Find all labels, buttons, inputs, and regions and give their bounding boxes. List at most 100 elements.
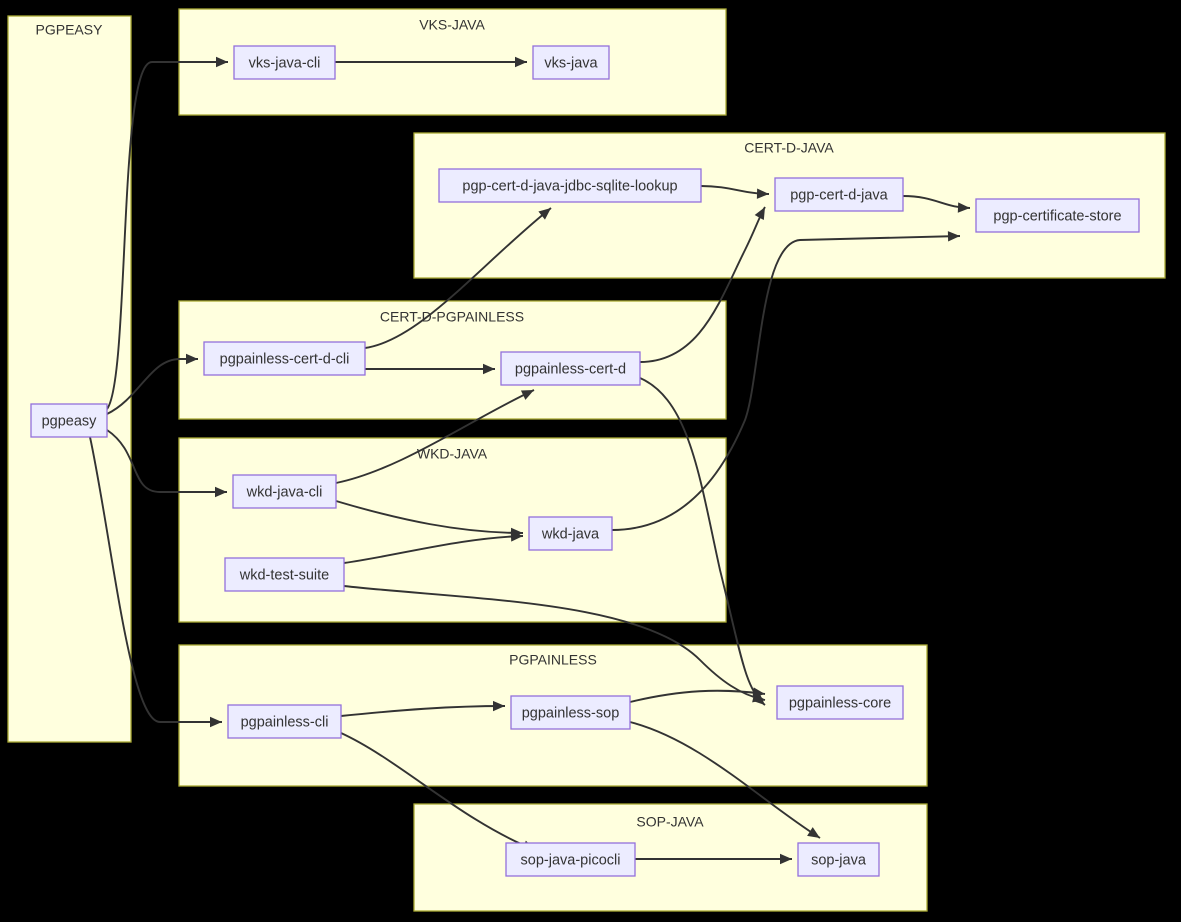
- node-rect[interactable]: [510, 695, 631, 730]
- node-rect[interactable]: [500, 351, 641, 386]
- node-pgpainless-cert-d-cli[interactable]: pgpainless-cert-d-cli: [203, 341, 366, 376]
- arrowhead: [756, 188, 769, 199]
- cluster-wkd-java: WKD-JAVA: [178, 437, 727, 623]
- node-sop-java-picocli[interactable]: sop-java-picocli: [505, 842, 636, 877]
- edge-path: [106, 358, 198, 415]
- edge-pgpainless-cert-d-cli-to-pgpainless-cert-d: [365, 363, 495, 375]
- cluster-rect: [178, 437, 727, 623]
- node-vks-java-cli[interactable]: vks-java-cli: [233, 45, 336, 80]
- node-rect[interactable]: [233, 45, 336, 80]
- cluster-group: PGPEASY VKS-JAVA CERT-D-JAVA CERT-D-PGPAINL…: [7, 8, 1166, 912]
- node-rect[interactable]: [203, 341, 366, 376]
- arrowhead: [752, 687, 765, 698]
- edge-group: [89, 56, 971, 865]
- edge-pgpainless-sop-to-sop-java: [629, 721, 821, 839]
- edge-path: [639, 377, 766, 706]
- edge-path: [343, 585, 766, 701]
- cluster-label: VKS-JAVA: [419, 17, 485, 33]
- node-pgp-certificate-store[interactable]: pgp-certificate-store: [975, 198, 1140, 233]
- arrowhead: [947, 231, 960, 242]
- edge-path: [335, 389, 535, 484]
- arrowhead: [515, 56, 527, 68]
- node-rect[interactable]: [532, 45, 610, 80]
- edge-pgpeasy-to-pgpainless-cert-d-cli: [106, 353, 198, 415]
- node-wkd-java-cli[interactable]: wkd-java-cli: [232, 474, 337, 509]
- node-rect[interactable]: [505, 842, 636, 877]
- arrowhead: [210, 716, 222, 728]
- edge-vks-java-cli-to-vks-java: [335, 56, 527, 68]
- cluster-label: PGPEASY: [36, 22, 104, 38]
- node-vks-java[interactable]: vks-java: [532, 45, 610, 80]
- edge-path: [364, 207, 552, 349]
- node-wkd-test-suite[interactable]: wkd-test-suite: [224, 557, 345, 592]
- edge-path: [639, 206, 766, 363]
- node-rect[interactable]: [776, 685, 904, 720]
- node-pgpainless-cert-d[interactable]: pgpainless-cert-d: [500, 351, 641, 386]
- node-rect[interactable]: [227, 704, 342, 739]
- edge-pgpeasy-to-wkd-java-cli: [106, 429, 227, 498]
- node-label: pgpainless-sop: [522, 705, 620, 721]
- node-label: pgpainless-cert-d-cli: [220, 351, 350, 367]
- node-label: pgpainless-core: [789, 695, 891, 711]
- node-rect[interactable]: [30, 403, 108, 438]
- edge-path: [340, 705, 506, 717]
- node-label: pgp-certificate-store: [993, 208, 1121, 224]
- cluster-label: SOP-JAVA: [636, 814, 704, 830]
- cluster-label: WKD-JAVA: [417, 446, 488, 462]
- node-pgpeasy[interactable]: pgpeasy: [30, 403, 108, 438]
- arrowhead: [215, 486, 227, 498]
- node-rect[interactable]: [224, 557, 345, 592]
- node-rect[interactable]: [774, 177, 904, 212]
- node-label: pgp-cert-d-java-jdbc-sqlite-lookup: [462, 178, 677, 194]
- edge-sop-java-picocli-to-sop-java: [635, 853, 792, 865]
- arrowhead: [538, 208, 551, 220]
- node-wkd-java[interactable]: wkd-java: [528, 516, 613, 551]
- node-label: vks-java: [544, 55, 598, 71]
- node-sop-java[interactable]: sop-java: [797, 842, 880, 877]
- edge-pgpainless-cert-d-to-pgpainless-core: [639, 377, 766, 706]
- cluster-label: CERT-D-JAVA: [744, 140, 834, 156]
- node-label: sop-java-picocli: [521, 852, 621, 868]
- edge-pgpeasy-to-pgpainless-cli: [89, 436, 222, 728]
- node-rect[interactable]: [797, 842, 880, 877]
- node-pgpainless-cli[interactable]: pgpainless-cli: [227, 704, 342, 739]
- edge-pgpainless-cert-d-cli-to-pgp-cert-d-java-jdbc-sqlite-lookup: [364, 207, 552, 349]
- node-pgpainless-core[interactable]: pgpainless-core: [776, 685, 904, 720]
- node-rect[interactable]: [232, 474, 337, 509]
- edge-wkd-java-to-pgp-certificate-store: [611, 231, 961, 531]
- node-rect[interactable]: [528, 516, 613, 551]
- node-label: pgpeasy: [42, 413, 98, 429]
- edge-pgp-cert-d-java-jdbc-sqlite-lookup-to-pgp-cert-d-java: [700, 185, 770, 199]
- node-rect[interactable]: [975, 198, 1140, 233]
- node-label: wkd-java: [541, 526, 600, 542]
- edge-pgpeasy-to-vks-java-cli: [106, 56, 228, 410]
- edge-path: [89, 436, 222, 723]
- node-pgp-cert-d-java[interactable]: pgp-cert-d-java: [774, 177, 904, 212]
- node-label: wkd-java-cli: [246, 484, 323, 500]
- arrowhead: [492, 700, 505, 712]
- edge-pgpainless-cli-to-pgpainless-sop: [340, 700, 506, 717]
- arrowhead: [216, 56, 228, 68]
- arrowhead: [754, 207, 765, 221]
- arrowhead: [807, 827, 820, 838]
- arrowhead: [186, 353, 198, 365]
- arrowhead: [957, 202, 970, 213]
- node-pgpainless-sop[interactable]: pgpainless-sop: [510, 695, 631, 730]
- arrowhead: [520, 390, 534, 400]
- node-label: vks-java-cli: [249, 55, 321, 71]
- node-label: pgpainless-cli: [241, 714, 329, 730]
- node-pgp-cert-d-java-jdbc-sqlite-lookup[interactable]: pgp-cert-d-java-jdbc-sqlite-lookup: [438, 168, 702, 203]
- arrowhead: [752, 693, 765, 705]
- edge-path: [629, 721, 821, 839]
- edge-path: [611, 235, 961, 531]
- edge-pgp-cert-d-java-to-pgp-certificate-store: [902, 195, 971, 213]
- edge-path: [629, 689, 766, 703]
- node-rect[interactable]: [438, 168, 702, 203]
- node-label: sop-java: [811, 852, 867, 868]
- arrowhead: [510, 531, 523, 542]
- edge-path: [340, 732, 536, 851]
- cluster-label: PGPAINLESS: [509, 652, 597, 668]
- cluster-label: CERT-D-PGPAINLESS: [380, 309, 524, 325]
